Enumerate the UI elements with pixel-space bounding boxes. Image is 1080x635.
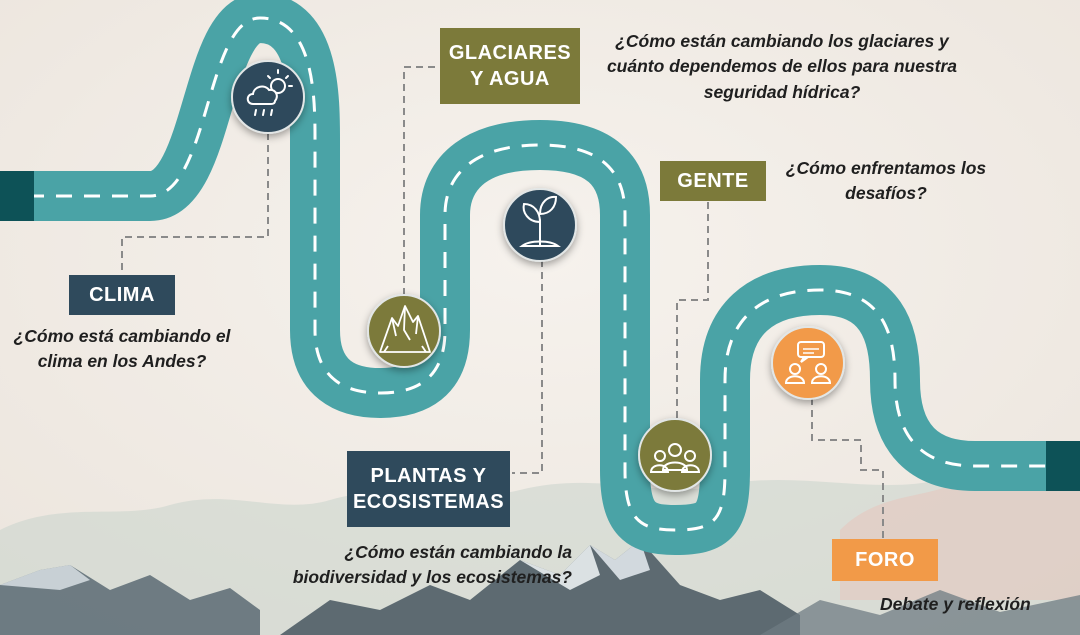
station-question-plantas: ¿Cómo están cambiando la biodiversidad y… [292,542,572,588]
station-title-gente: GENTE [660,161,766,201]
connectors [121,66,884,538]
station-plantas-circle [503,188,577,262]
station-title-glaciares: GLACIARES Y AGUA [440,28,580,104]
station-title-plantas: PLANTAS Y ECOSISTEMAS [347,451,510,527]
people-group-icon [649,443,701,473]
station-question-foro: Debate y reflexión [880,594,1031,614]
station-glaciares-circle [367,294,441,368]
station-gente-circle [638,418,712,492]
station-foro-circle [771,326,845,400]
road-start-cap [0,171,34,221]
station-question-glaciares: ¿Cómo están cambiando los glaciares y cu… [606,31,958,102]
station-clima-circle [231,60,305,134]
road-end-cap [1046,441,1080,491]
station-question-gente: ¿Cómo enfrentamos los desafíos? [785,158,987,204]
cloud-rain-sun-icon [246,69,293,116]
discussion-icon [784,341,832,384]
station-title-clima: CLIMA [69,275,175,315]
mountain-glacier-icon [379,305,431,353]
station-title-foro: FORO [832,539,938,581]
sprout-icon [518,195,562,247]
mountains-illustration [0,475,1080,635]
road [0,0,1080,555]
station-question-clima: ¿Cómo está cambiando el clima en los And… [13,326,231,372]
